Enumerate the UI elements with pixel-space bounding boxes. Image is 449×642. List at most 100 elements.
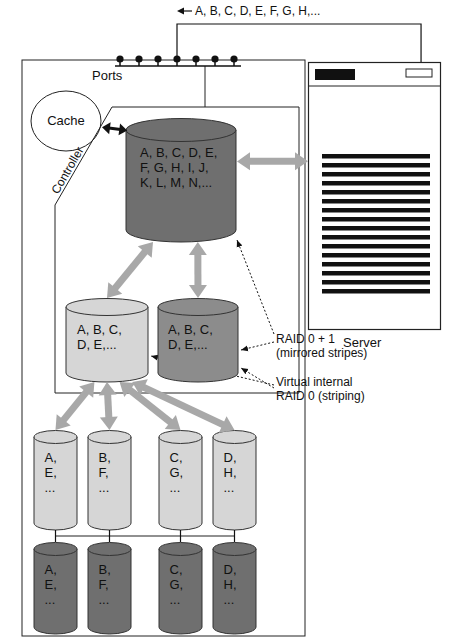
cylinder-body — [159, 549, 202, 634]
disk-cylinder: A, E, ... — [33, 542, 78, 634]
disk-cylinder-label: B, F, ... — [99, 450, 121, 495]
cylinder-body — [213, 437, 256, 530]
connector — [56, 382, 95, 430]
server-vent — [322, 199, 430, 204]
cylinder-top — [126, 119, 236, 142]
server-vent — [322, 280, 430, 285]
port-bar — [115, 65, 241, 67]
cylinder-body — [34, 549, 77, 634]
arrow-head — [189, 285, 207, 298]
server-divider — [308, 86, 441, 87]
port-stem — [176, 54, 177, 59]
cylinder-top — [88, 543, 131, 556]
connector-line — [248, 158, 297, 165]
disk-cylinder-label: C, G, ... — [170, 562, 192, 607]
server-vent — [322, 154, 430, 159]
disk-cylinder: A, B, C, D, E, F, G, H, I, J, K, L, M, N… — [125, 118, 237, 242]
connector — [234, 530, 235, 542]
disk-cylinder: A, E, ... — [33, 430, 78, 530]
connector-line — [180, 530, 181, 542]
connector-line — [62, 391, 87, 422]
disk-cylinder: D, H, ... — [212, 430, 257, 530]
port-dot — [154, 55, 161, 62]
connector — [189, 242, 207, 298]
disk-cylinder: C, G, ... — [158, 542, 203, 634]
server-vent — [322, 271, 430, 276]
disk-cylinder: C, G, ... — [158, 430, 203, 530]
disk-cylinder-label: B, F, ... — [99, 562, 121, 607]
cylinder-top — [213, 543, 256, 556]
disk-cylinder: A, B, C, D, E,... — [65, 298, 149, 382]
connector — [132, 379, 234, 432]
cylinder-body — [158, 307, 238, 382]
connector — [107, 242, 153, 298]
disk-cylinder: B, F, ... — [87, 430, 132, 530]
arrow-head — [219, 416, 235, 432]
direction-arrow-head — [177, 8, 184, 15]
cylinder-body — [213, 549, 256, 634]
server-box: Server — [308, 62, 441, 330]
cylinder-top — [88, 431, 131, 444]
cylinder-top — [66, 299, 148, 316]
connector — [109, 530, 110, 542]
cylinder-top — [159, 543, 202, 556]
connector-line — [234, 530, 235, 542]
connector-line — [177, 24, 421, 62]
port-dot — [211, 55, 218, 62]
server-vent — [322, 190, 430, 195]
server-vent — [322, 172, 430, 177]
arrow-head — [100, 417, 118, 430]
disk-cylinder-shape — [87, 542, 132, 634]
cylinder-top — [159, 431, 202, 444]
port-dot — [192, 55, 199, 62]
arrow-head — [120, 382, 136, 397]
cache-circle-label: Cache — [30, 113, 102, 128]
server-vent — [322, 163, 430, 168]
cache-outline — [31, 91, 101, 151]
server-vent — [322, 181, 430, 186]
disk-cylinder-label: C, G, ... — [170, 450, 192, 495]
server-vent — [322, 262, 430, 267]
arrow-head — [138, 242, 153, 258]
disk-bus — [55, 535, 235, 536]
arrow-head — [56, 414, 71, 430]
cylinder-body — [34, 437, 77, 530]
arrow-head — [107, 282, 122, 298]
cylinder-top — [213, 431, 256, 444]
port-wire — [205, 66, 206, 107]
cylinder-body — [159, 437, 202, 530]
disk-cylinder-label: D, H, ... — [224, 450, 246, 495]
cylinder-top — [158, 299, 238, 316]
connector — [102, 122, 127, 135]
arrow-head — [237, 152, 250, 170]
cylinder-top — [34, 431, 77, 444]
disk-cylinder-label: A, E, ... — [45, 562, 67, 607]
server-vent — [322, 289, 430, 294]
arrow-head — [189, 242, 207, 255]
server-vent — [322, 208, 430, 213]
connector-line — [109, 128, 121, 129]
arrow-head — [295, 152, 308, 170]
callout-note: RAID 0 + 1 (mirrored stripes) — [276, 332, 380, 360]
controller-outline: ControllerA, B, C, D, E, F, G, H, I, J, … — [52, 106, 300, 394]
port-bank-label: Ports — [92, 68, 122, 83]
disk-cylinder: D, H, ... — [212, 542, 257, 634]
arrow-head — [132, 379, 148, 395]
disk-cylinder-label: D, H, ... — [224, 562, 246, 607]
leader-line — [241, 368, 274, 388]
server-panel — [406, 69, 432, 77]
connector — [99, 382, 118, 430]
connector — [177, 24, 421, 62]
disk-cylinder-shape — [87, 430, 132, 530]
edge-label: A, B, C, D, E, F, G, H,... — [195, 4, 320, 18]
callout-note: Virtual internal RAID 0 (striping) — [276, 375, 380, 403]
connector-line — [128, 389, 172, 423]
connector-line — [142, 387, 224, 426]
disk-cylinder-label: A, B, C, D, E,... — [77, 322, 137, 352]
arrow-head — [99, 382, 117, 395]
server-drive-slot — [315, 69, 355, 80]
leader-line — [237, 240, 274, 334]
arrow-head — [119, 123, 128, 135]
